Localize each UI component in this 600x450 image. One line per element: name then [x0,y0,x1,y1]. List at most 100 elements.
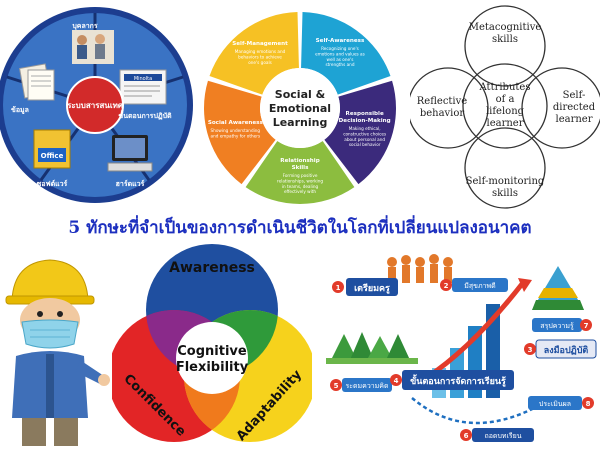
sel-segment-desc: and empathy for others [211,133,261,138]
worker-mascot [0,248,110,450]
sel-segment-desc: about personal and [344,137,385,142]
sel-segment-desc: Forming positive [283,173,318,178]
venn-top-label: Awareness [169,260,255,276]
information-system-wheel: Minolta Office ระบบสารสนเทศ บุคลากร ขั้น… [0,0,200,212]
step-number-5: 5 [334,382,339,390]
venn-center-circle [176,322,248,394]
sel-segment-title: Decision-Making [339,118,391,124]
sel-segment-title: Self-Management [232,41,288,47]
sel-segment-desc: Managing emotions and [235,49,286,54]
step-number-1: 1 [336,284,341,292]
people-photo [72,30,114,64]
process-loop-arrow [411,396,553,425]
sel-center-line2: Emotional [269,102,331,115]
poster-svg: เตรียมครู มีสุขภาพดี ลงมือปฏิบัติ ขั้นตอ… [326,254,597,442]
sel-center-circle [260,68,340,148]
sel-segment-desc: Recognizing one's [321,46,359,51]
face-mask-icon [21,319,79,349]
step-number-4: 4 [394,377,399,385]
bottom-attribute-line2: skills [492,188,518,199]
step-number-7: 7 [584,322,589,330]
software-box: Office [33,129,71,169]
sel-segment-desc: constructive choices [343,131,386,136]
bottom-attribute-line1: Self-monitoring [466,176,545,187]
sel-segment-relationship-skills [245,140,355,204]
step-prepare-teacher: เตรียมครู [354,283,390,294]
center-line3: lifelong [486,106,525,117]
sel-segment-desc: Showing understanding [211,128,261,133]
crowd-silhouettes [387,254,453,283]
sel-center-line3: Learning [273,116,328,129]
center-line2: of a [496,94,515,105]
step-number-2: 2 [444,282,449,290]
sel-segment-desc: behaviors to achieve [238,54,282,59]
sel-segment-desc: emotions and values as [315,51,365,56]
sel-segment-title: Social Awareness [208,120,264,126]
helmet-icon [11,259,89,301]
sel-segment-title: Skills [292,165,310,171]
segment-software-label: ซอฟต์แวร์ [37,179,68,188]
step-badges: เตรียมครู มีสุขภาพดี ลงมือปฏิบัติ ขั้นตอ… [342,278,597,442]
sel-segment-desc: social behavior [349,142,381,147]
sel-center-line1: Social & [275,88,326,101]
cognitive-flexibility-venn: Awareness Confidence Adaptability Cognit… [112,240,312,450]
right-attribute-line2: directed [553,102,596,113]
step-practice: ลงมือปฏิบัติ [544,344,589,356]
segment-data-label: ข้อมูล [11,105,29,115]
lifelong-svg: Metacognitive skills Attributes of a lif… [410,5,600,209]
sel-segment-title: Relationship [280,158,319,164]
venn-center-line2: Flexibility [176,360,249,375]
right-attribute-line3: learner [556,114,593,125]
left-attribute-line2: behavior [420,108,465,119]
sel-segment-title: Responsible [346,111,384,117]
sel-segment-title: Self-Awareness [316,38,365,44]
sel-segment-desc: relationships, working [277,178,323,183]
step-summary: สรุปความรู้ [540,322,574,330]
sel-segment-desc: Making ethical, [349,126,381,131]
sel-segment-desc: one's goals [248,60,272,65]
wheel-hub [66,76,124,134]
mascot-svg [5,259,110,446]
center-line1: Attributes [479,82,531,93]
step-learning-management: ขั้นตอนการจัดการเรียนรู้ [410,374,506,387]
wheel-center-label: ระบบสารสนเทศ [67,101,124,110]
step-healthy: มีสุขภาพดี [464,282,495,290]
sel-segment-desc: in teams, dealing [282,184,319,189]
step-evaluation: ประเมินผล [539,400,571,408]
step-brainstorm: ระดมความคิด [345,382,388,390]
procedure-card-label: Minolta [134,76,152,82]
sel-segment-self-management [209,12,299,95]
sel-segment-self-awareness [301,12,391,95]
segment-hardware-label: ฮาร์ดแวร์ [116,179,145,188]
right-attribute-line1: Self- [563,90,586,101]
step-number-3: 3 [528,346,533,354]
segment-procedure-label: ขั้นตอนการปฏิบัติ [118,109,172,120]
center-line4: learner [487,118,524,129]
learning-process-poster: เตรียมครู มีสุขภาพดี ลงมือปฏิบัติ ขั้นตอ… [322,248,600,450]
page-title: 5 ทักษะที่จำเป็นของการดำเนินชีวิตในโลกที… [68,218,532,238]
sel-segment-desc: effectively with [284,189,316,194]
step-lesson-learned: ถอดบทเรียน [484,432,521,440]
venn-center-line1: Cognitive [177,344,247,359]
software-box-label: Office [41,152,64,160]
top-attribute-line2: skills [492,34,518,45]
sel-segment-responsible-decision-making [324,80,396,185]
lifelong-learner-diagram: Metacognitive skills Attributes of a lif… [410,0,600,212]
sel-segment-social-awareness [204,80,276,185]
sel-segment-desc: strengths and [325,62,354,67]
step-number-8: 8 [586,400,591,408]
hardware-computer [107,135,153,172]
sel-segment-desc: well as one's [327,57,354,62]
info-wheel-svg: Minolta Office ระบบสารสนเทศ บุคลากร ขั้น… [0,7,193,203]
step-number-6: 6 [464,432,469,440]
lifelong-circles [410,5,600,209]
top-attribute-line1: Metacognitive [469,22,542,33]
pyramid [532,266,584,310]
step-numbers: 1 2 3 4 5 6 7 8 [330,279,594,441]
trees [326,332,418,364]
data-documents [19,63,55,101]
segment-people-label: บุคลากร [72,22,98,30]
